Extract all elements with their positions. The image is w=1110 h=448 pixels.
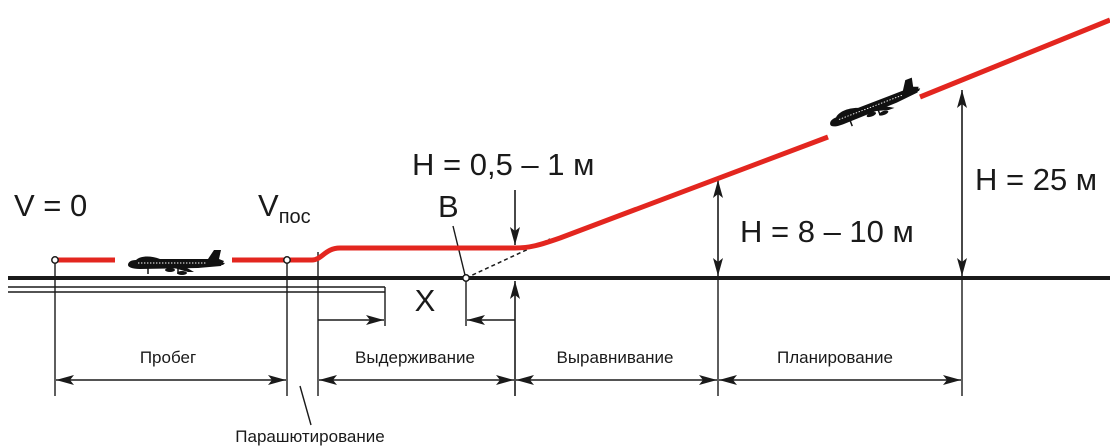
air-airliner-icon [824, 75, 926, 136]
x-distance-label: X [415, 283, 436, 318]
ground-airliner-icon [127, 249, 226, 276]
h-flare-start-label: H = 8 – 10 м [740, 214, 914, 249]
phase-flare-label: Выравнивание [556, 348, 673, 367]
phase-parachuting-label: Парашютирование [235, 427, 384, 446]
touchdown-point [283, 256, 291, 264]
v-zero-label: V = 0 [14, 188, 87, 223]
point-b-marker [462, 274, 470, 282]
v-touchdown-subscript: пос [279, 206, 311, 228]
phase-rollout-label: Пробег [140, 348, 196, 367]
phase-glide-label: Планирование [777, 348, 893, 367]
h-glide-label: H = 25 м [975, 162, 1097, 197]
point-b-label: B [438, 189, 459, 224]
flight-path-main [232, 134, 829, 263]
h-flare-end-label: H = 0,5 – 1 м [412, 147, 594, 182]
v-touchdown-main: V [258, 188, 279, 223]
parachuting-leader [299, 385, 312, 426]
v-touchdown-label: Vпос [258, 188, 311, 228]
stop-point [51, 256, 59, 264]
flight-path-glide [919, 17, 1110, 100]
phase-float-label: Выдерживание [355, 348, 475, 367]
